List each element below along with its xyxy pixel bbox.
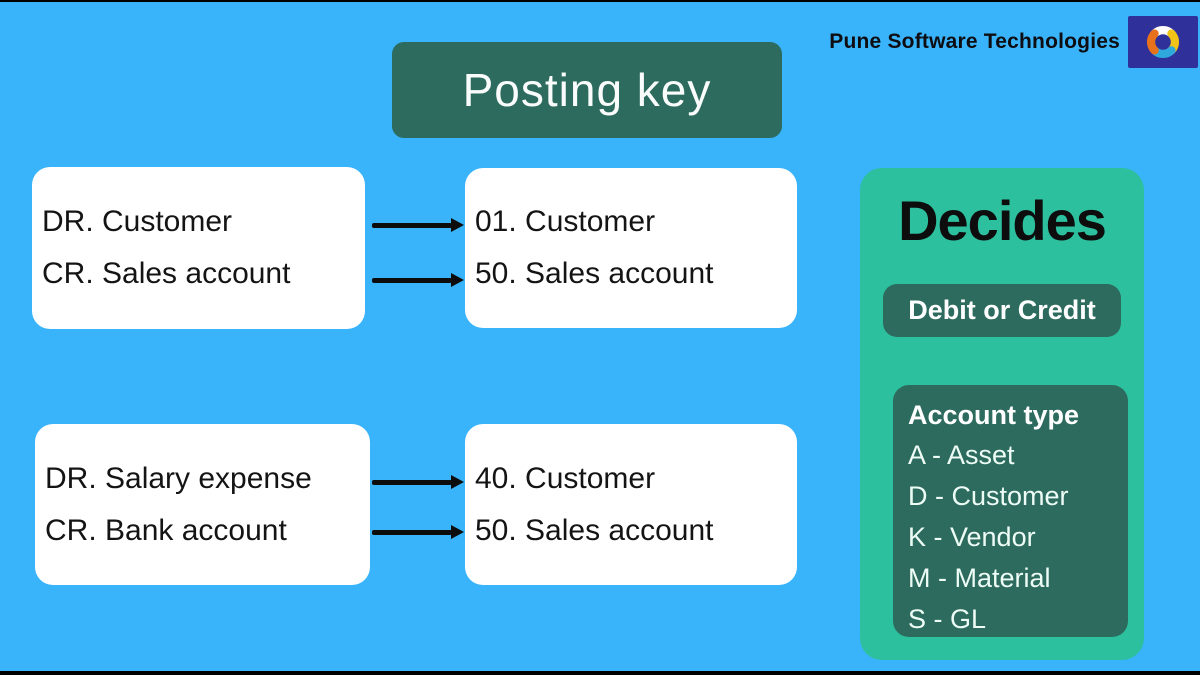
account-type-box: Account type A - Asset D - Customer K - … bbox=[893, 385, 1128, 637]
debit-line: DR. Customer bbox=[42, 205, 233, 238]
letterbox-bar-bottom bbox=[0, 671, 1200, 675]
badge-label: Debit or Credit bbox=[908, 295, 1096, 325]
credit-line: CR. Bank account bbox=[45, 513, 287, 547]
debit-or-credit-badge: Debit or Credit bbox=[883, 284, 1121, 337]
journal-entry-box-1: DR. Customer CR. Sales account bbox=[32, 167, 365, 329]
posting-key-box-1: 01. Customer 50. Sales account bbox=[465, 168, 797, 328]
decides-heading: Decides bbox=[898, 189, 1107, 252]
pinwheel-swirl-icon bbox=[1147, 26, 1179, 58]
account-type-item: D - Customer bbox=[908, 481, 1069, 511]
brand-logo bbox=[1128, 16, 1198, 68]
title-banner: Posting key bbox=[392, 42, 782, 138]
account-type-item: S - GL bbox=[908, 604, 987, 634]
account-type-item: A - Asset bbox=[908, 440, 1015, 470]
account-type-heading: Account type bbox=[908, 400, 1080, 430]
arrow-right-icon bbox=[372, 273, 464, 287]
debit-key-line: 01. Customer bbox=[475, 205, 656, 238]
decides-panel: Decides Debit or Credit Account type A -… bbox=[860, 168, 1144, 660]
arrow-right-icon bbox=[372, 218, 464, 232]
brand-name: Pune Software Technologies bbox=[829, 30, 1120, 53]
journal-entry-box-2: DR. Salary expense CR. Bank account bbox=[35, 424, 370, 585]
credit-line: CR. Sales account bbox=[42, 257, 291, 290]
account-type-item: M - Material bbox=[908, 563, 1051, 593]
page-title: Posting key bbox=[462, 64, 712, 116]
arrow-right-icon bbox=[372, 525, 464, 539]
credit-key-line: 50. Sales account bbox=[475, 257, 714, 290]
credit-key-line: 50. Sales account bbox=[475, 513, 714, 547]
arrow-right-icon bbox=[372, 475, 464, 489]
debit-line: DR. Salary expense bbox=[45, 461, 312, 495]
letterbox-bar-top bbox=[0, 0, 1200, 2]
account-type-item: K - Vendor bbox=[908, 522, 1036, 552]
posting-key-box-2: 40. Customer 50. Sales account bbox=[465, 424, 797, 585]
debit-key-line: 40. Customer bbox=[475, 461, 656, 495]
